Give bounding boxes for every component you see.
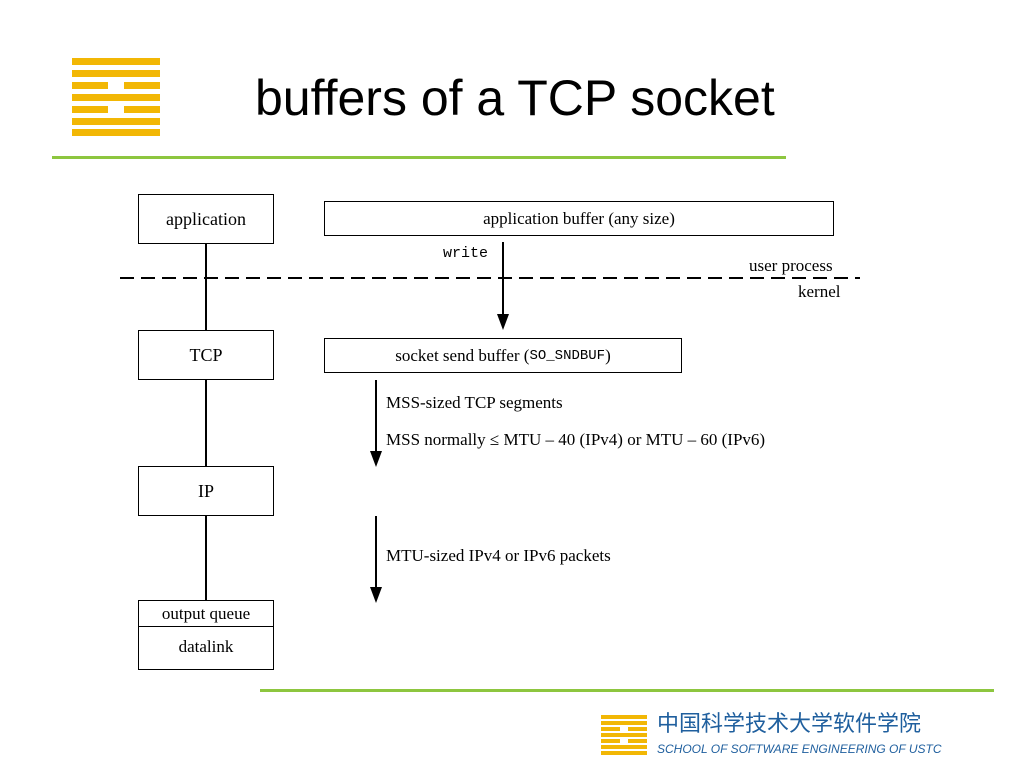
mtu-packets-label: MTU-sized IPv4 or IPv6 packets xyxy=(386,546,611,565)
segments-arrow-head xyxy=(370,451,382,467)
tcp-buffer-diagram: application TCP IP output queue datalink… xyxy=(120,194,860,670)
mss-normally-label: MSS normally ≤ MTU – 40 (IPv4) or MTU – … xyxy=(386,430,766,449)
user-kernel-boundary-line xyxy=(120,277,860,279)
user-process-label: user process xyxy=(749,256,833,275)
application-buffer-box: application buffer (any size) xyxy=(324,201,834,236)
school-logo-icon xyxy=(72,58,160,136)
slide-title: buffers of a TCP socket xyxy=(255,70,775,126)
output-queue-datalink-box: output queue datalink xyxy=(138,600,274,670)
write-arrow-head xyxy=(497,314,509,330)
kernel-label: kernel xyxy=(798,282,841,301)
write-label: write xyxy=(443,245,489,262)
segments-arrow-line xyxy=(375,380,377,452)
school-name-chinese: 中国科学技术大学软件学院 xyxy=(657,712,922,737)
socket-send-buffer-box: socket send buffer (SO_SNDBUF) xyxy=(324,338,682,373)
packets-arrow-head xyxy=(370,587,382,603)
title-divider xyxy=(52,156,786,159)
socket-buffer-prefix: socket send buffer ( xyxy=(395,345,530,365)
application-box: application xyxy=(138,194,274,244)
so-sndbuf-option: SO_SNDBUF xyxy=(529,347,606,364)
stack-connector-line xyxy=(205,244,207,600)
socket-buffer-suffix: ) xyxy=(605,345,611,365)
footer-logo-icon xyxy=(601,715,647,755)
school-name-english: SCHOOL OF SOFTWARE ENGINEERING OF USTC xyxy=(657,742,942,756)
packets-arrow-line xyxy=(375,516,377,588)
tcp-box: TCP xyxy=(138,330,274,380)
output-queue-label: output queue xyxy=(139,601,273,627)
datalink-label: datalink xyxy=(139,627,273,667)
mss-segments-label: MSS-sized TCP segments xyxy=(386,393,563,412)
footer-divider xyxy=(260,689,994,692)
ip-box: IP xyxy=(138,466,274,516)
